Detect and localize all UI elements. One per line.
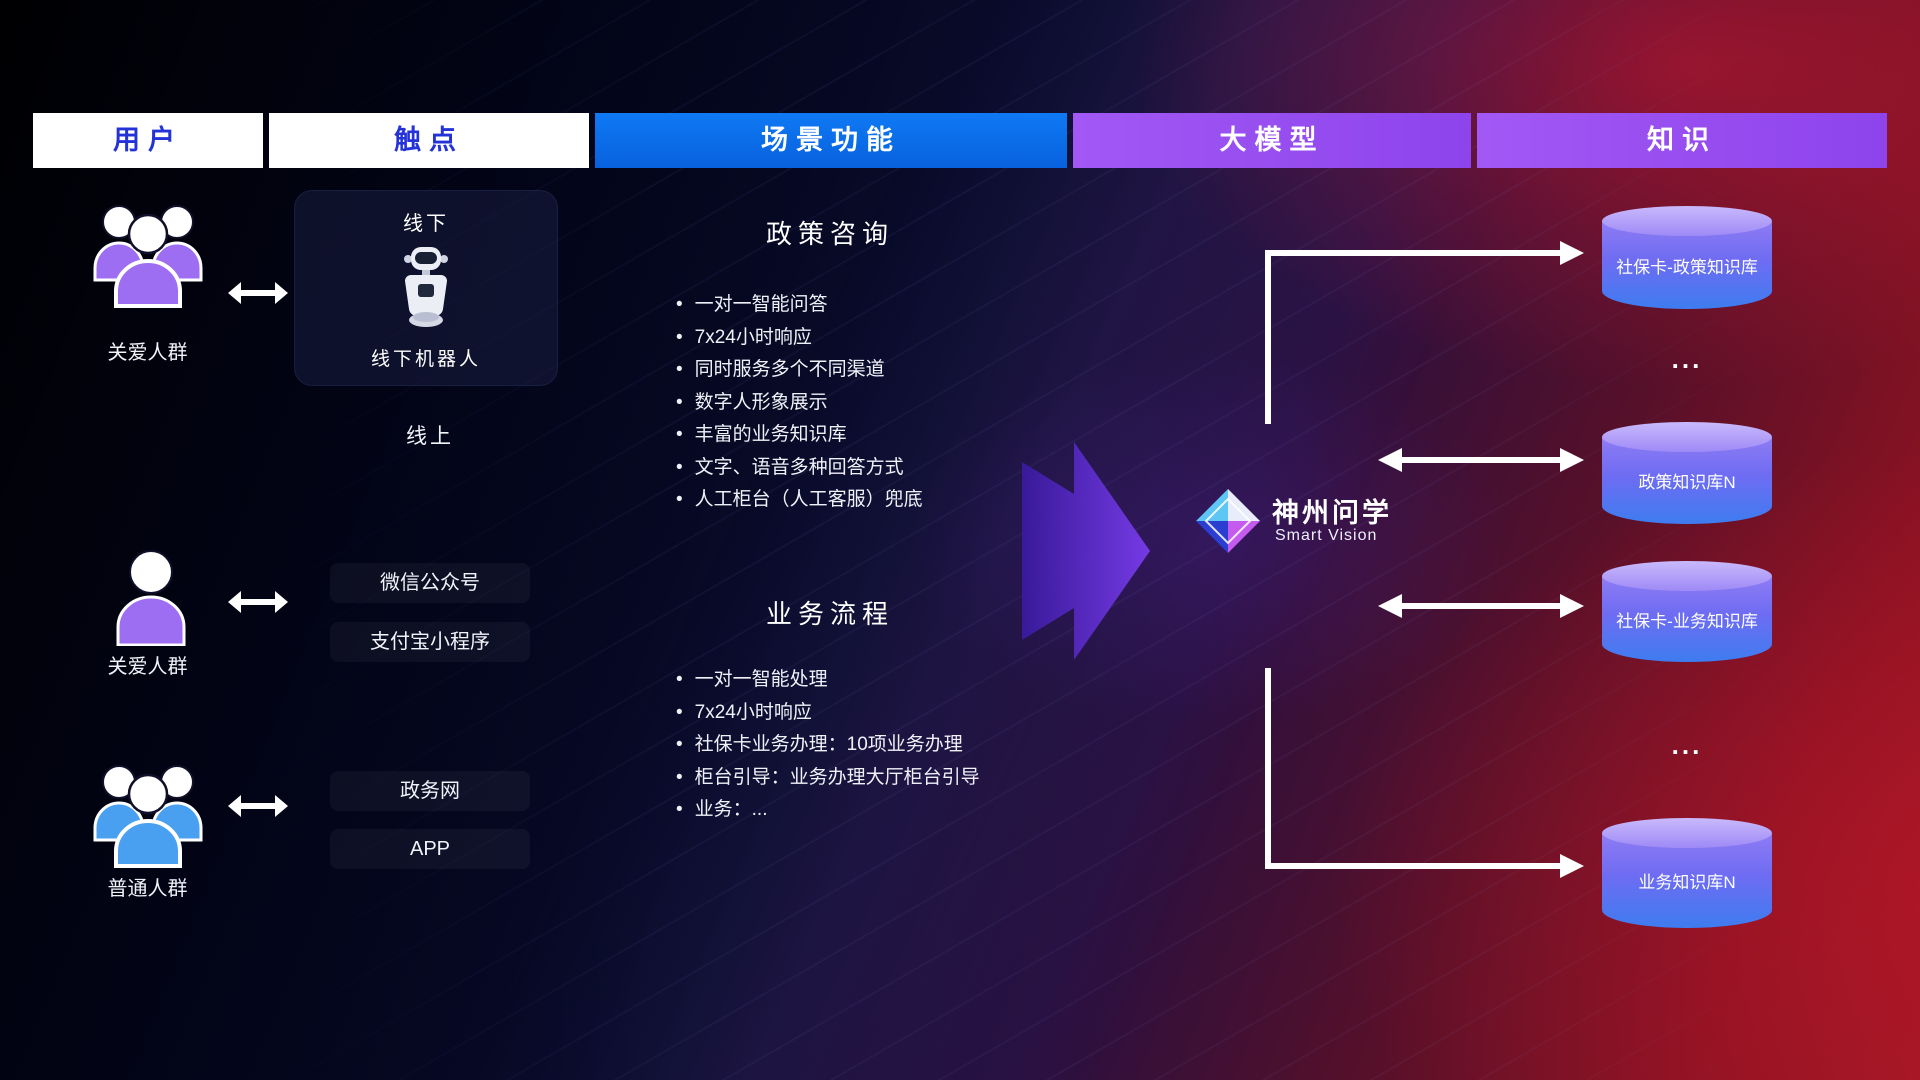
database-icon-policy-shebao: 社保卡-政策知识库 <box>1602 206 1772 309</box>
policy-item: 丰富的业务知识库 <box>676 419 923 452</box>
user-label-general: 普通人群 <box>107 878 188 900</box>
logo-diamond-icon <box>1192 485 1264 562</box>
model-subtitle: Smart Vision <box>1275 527 1378 544</box>
policy-item: 人工柜台（人工客服）兜底 <box>676 484 923 517</box>
group-icon-care <box>82 192 214 313</box>
ellipsis-2: ... <box>1671 730 1703 760</box>
header-col-touchpoints: 触点 <box>269 113 589 168</box>
header-col-model: 大模型 <box>1073 113 1471 168</box>
double-arrow-icon-3 <box>228 793 288 824</box>
policy-item: 数字人形象展示 <box>676 387 923 420</box>
header-col-scenarios: 场景功能 <box>595 113 1067 168</box>
user-label-care-2: 关爱人群 <box>107 656 188 678</box>
policy-item: 一对一智能问答 <box>676 289 923 322</box>
business-section-title: 业务流程 <box>765 599 894 629</box>
double-arrow-icon-1 <box>228 280 288 311</box>
db-label: 社保卡-业务知识库 <box>1616 611 1758 631</box>
offline-robot-caption: 线下机器人 <box>370 349 481 370</box>
flow-arrow-icon <box>1022 432 1150 675</box>
db-label: 政策知识库N <box>1638 473 1736 493</box>
channel-wechat: 微信公众号 <box>330 563 530 603</box>
group-icon-general <box>82 752 214 873</box>
policy-item: 同时服务多个不同渠道 <box>676 354 923 387</box>
database-icon-policy-n: 政策知识库N <box>1602 422 1772 524</box>
model-name: 神州问学 <box>1272 498 1392 528</box>
user-label-care-1: 关爱人群 <box>107 342 188 364</box>
business-item: 社保卡业务办理：10项业务办理 <box>676 729 980 762</box>
db-label: 社保卡-政策知识库 <box>1616 257 1758 277</box>
header-col-knowledge: 知识 <box>1477 113 1887 168</box>
db-label: 业务知识库N <box>1638 873 1736 893</box>
business-item: 柜台引导：业务办理大厅柜台引导 <box>676 762 980 795</box>
online-title: 线上 <box>406 425 454 448</box>
ellipsis-1: ... <box>1671 344 1703 374</box>
person-icon-care <box>112 548 190 651</box>
robot-icon <box>394 244 458 337</box>
database-icon-business-n: 业务知识库N <box>1602 818 1772 928</box>
policy-section-title: 政策咨询 <box>765 219 894 249</box>
policy-item: 文字、语音多种回答方式 <box>676 452 923 485</box>
business-item: 业务：... <box>676 794 980 827</box>
channel-app: APP <box>330 829 530 869</box>
channel-govnet: 政务网 <box>330 771 530 811</box>
policy-bullet-list: 一对一智能问答 7x24小时响应 同时服务多个不同渠道 数字人形象展示 丰富的业… <box>676 289 923 517</box>
header-col-users: 用户 <box>33 113 263 168</box>
business-item: 一对一智能处理 <box>676 664 980 697</box>
offline-robot-card: 线下 线下机器人 <box>294 190 558 386</box>
double-arrow-icon-2 <box>228 589 288 620</box>
business-bullet-list: 一对一智能处理 7x24小时响应 社保卡业务办理：10项业务办理 柜台引导：业务… <box>676 664 980 827</box>
policy-item: 7x24小时响应 <box>676 322 923 355</box>
database-icon-business-shebao: 社保卡-业务知识库 <box>1602 561 1772 662</box>
business-item: 7x24小时响应 <box>676 697 980 730</box>
offline-title: 线下 <box>403 213 449 235</box>
channel-alipay: 支付宝小程序 <box>330 622 530 662</box>
